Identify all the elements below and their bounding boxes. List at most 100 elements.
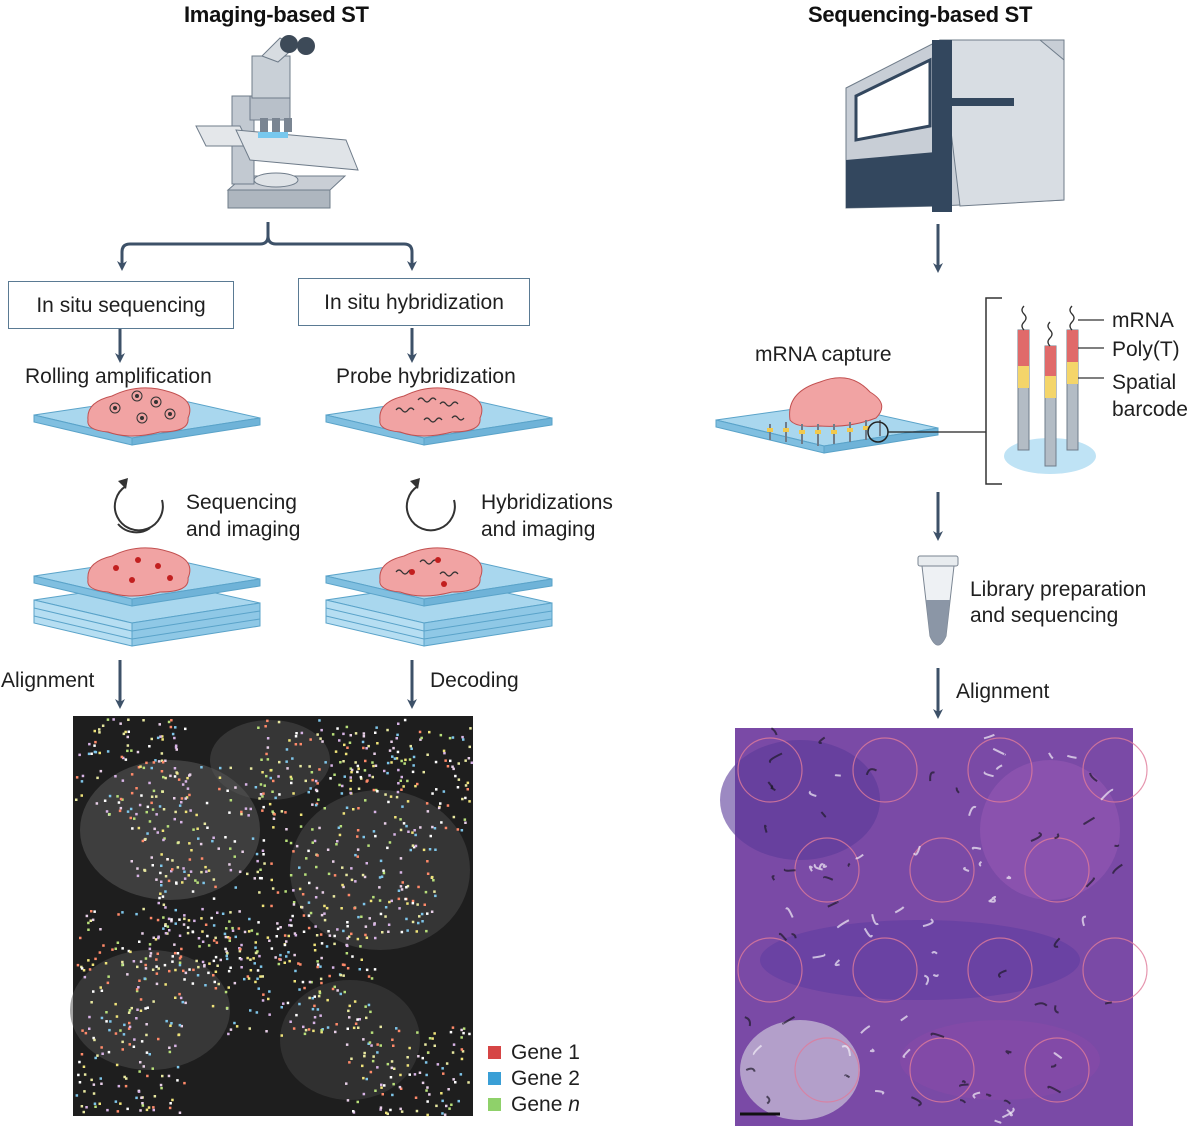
polyt-label: Poly(T) (1112, 338, 1180, 361)
gene-dot (136, 1008, 139, 1011)
gene-dot (419, 738, 422, 741)
tissue-fiber (1006, 1109, 1013, 1117)
gene-dot (99, 986, 102, 989)
tissue-fiber (1066, 754, 1077, 759)
legend-item-gene-2: Gene 2 (488, 1065, 580, 1091)
gene-dot (330, 764, 333, 767)
gene-dot (94, 740, 97, 744)
gene-dot (93, 729, 96, 733)
gene-dot (408, 1046, 411, 1050)
gene-dot (160, 759, 164, 762)
gene-dot (460, 1028, 463, 1032)
gene-dot (357, 915, 360, 919)
gene-dot (456, 828, 460, 831)
tissue-fiber (995, 764, 1003, 770)
gene-dot (269, 776, 272, 780)
gene-dot (119, 1029, 122, 1032)
tissue-fiber (960, 1099, 967, 1104)
gene-dot (343, 963, 346, 967)
gene-dot (233, 855, 236, 858)
gene-dot (109, 1020, 112, 1023)
gene-dot (180, 947, 183, 951)
tissue-fiber (1054, 833, 1060, 840)
gene-dot (454, 774, 457, 778)
gene-dot (212, 878, 216, 881)
gene-dot (467, 1081, 470, 1084)
gene-dot (372, 764, 375, 768)
gene-dot (444, 759, 447, 762)
gene-dot (139, 1009, 143, 1012)
gene-dot (318, 826, 321, 830)
sequencer-icon (845, 39, 1065, 212)
gene-dot (145, 810, 148, 814)
gene-dot (90, 1001, 93, 1004)
gene-dot (293, 980, 296, 983)
gene-dot (88, 1015, 91, 1019)
gene-dot (227, 969, 231, 973)
gene-dot (327, 872, 331, 876)
gene-dot (287, 951, 290, 954)
gene-dot (212, 974, 215, 977)
gene-dot (441, 1099, 444, 1103)
gene-dot (159, 892, 162, 895)
gene-dot (341, 883, 344, 887)
gene-dot (142, 766, 146, 770)
gene-dot (212, 836, 215, 839)
gene-dot (391, 755, 394, 758)
gene-dot (224, 935, 228, 939)
gene-dot (212, 924, 216, 927)
gene-dot (388, 900, 391, 904)
gene-dot (428, 848, 432, 851)
gene-dot (257, 726, 260, 729)
gene-dot (333, 985, 336, 989)
gene-dot (155, 972, 159, 975)
gene-dot (270, 862, 273, 865)
gene-dot (415, 1109, 419, 1113)
gene-dot (201, 940, 205, 943)
gene-dot (157, 967, 160, 970)
gene-dot (100, 1016, 104, 1020)
tissue-fiber (959, 1083, 969, 1088)
gene-dot (292, 889, 295, 892)
gene-dot (186, 926, 190, 929)
gene-dot (390, 1060, 394, 1063)
gene-dot (203, 822, 207, 825)
gene-dot (421, 1056, 424, 1060)
gene-dot (254, 980, 257, 984)
gene-dot (428, 1093, 431, 1096)
gene-dot (78, 1060, 81, 1064)
gene-dot (124, 1084, 128, 1088)
in-situ-sequencing-box: In situ sequencing (8, 281, 234, 329)
gene-dot (291, 914, 294, 918)
gene-dot (274, 796, 277, 800)
gene-dot (126, 744, 130, 747)
gene-dot (303, 986, 306, 990)
gene-dot (354, 853, 357, 857)
gene-dot (261, 975, 264, 978)
gene-dot (196, 974, 200, 977)
gene-dot (121, 798, 124, 801)
gene-dot (131, 827, 134, 830)
gene-dot (313, 839, 317, 843)
gene-dot (106, 750, 110, 753)
gene-dot (149, 954, 152, 958)
gene-dot (121, 1048, 124, 1051)
gene-dot (320, 1030, 323, 1034)
gene-dot (191, 982, 195, 985)
gene-dot (161, 761, 165, 764)
gene-dot (426, 1113, 429, 1117)
gene-dot (162, 838, 165, 842)
gene-dot (323, 807, 326, 810)
gene-dot (293, 953, 296, 957)
gene-dot (451, 1026, 455, 1029)
gene-dot (466, 781, 470, 785)
gene-dot (166, 858, 169, 861)
gene-dot (308, 996, 311, 1000)
gene-dot (392, 1044, 395, 1047)
gene-dot (434, 760, 438, 764)
gene-dot (368, 917, 371, 920)
gene-dot (321, 891, 325, 894)
tissue-fiber (813, 863, 823, 871)
gene-dot (99, 769, 103, 773)
gene-dot (460, 1036, 463, 1039)
